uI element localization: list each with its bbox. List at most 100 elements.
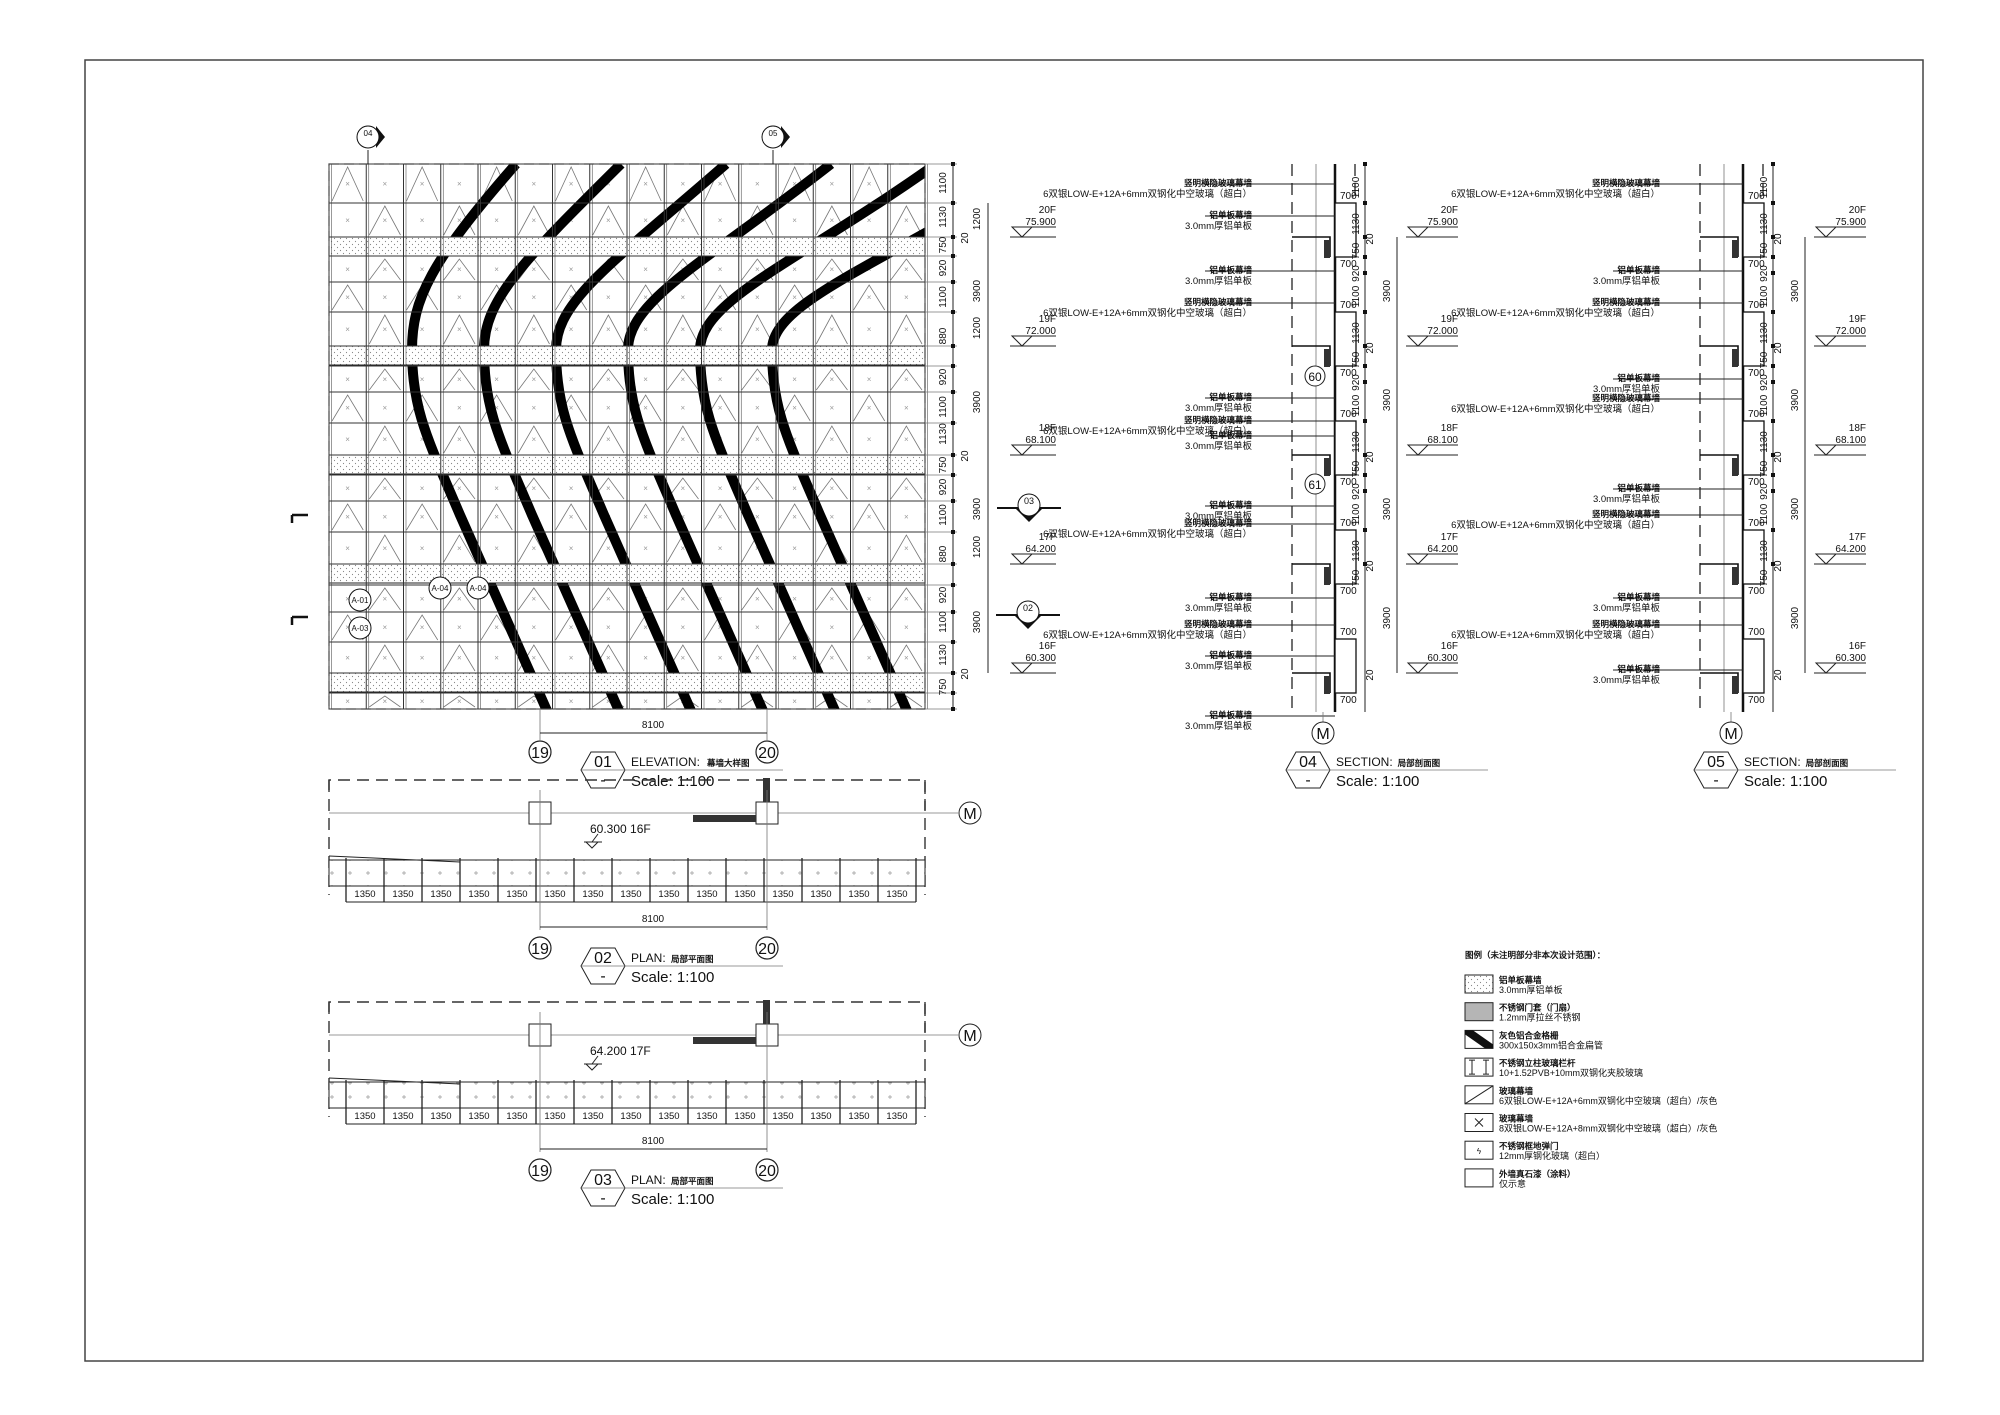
legend-item-spec: 仅示意 <box>1499 1178 1526 1189</box>
dim-tick <box>1771 162 1775 166</box>
view-sub-number: - <box>1713 772 1718 789</box>
dim-tick <box>1771 380 1775 384</box>
panel-width-dimension: 700 <box>1340 586 1357 597</box>
glass-x-mark: × <box>643 623 648 632</box>
glass-x-mark: × <box>792 544 797 553</box>
dim-tick <box>1363 528 1367 532</box>
glass-x-mark: × <box>457 544 462 553</box>
glass-x-mark: × <box>643 654 648 663</box>
material-label: 铝单板幕墙 <box>1617 592 1660 602</box>
glass-x-mark: × <box>830 435 835 444</box>
view-sub-number: - <box>600 968 605 985</box>
dim-tick <box>1363 310 1367 314</box>
glass-x-mark: × <box>755 404 760 413</box>
panel-width-dimension: 700 <box>1748 627 1765 638</box>
dimension-text-secondary: 3900 <box>972 279 983 302</box>
glass-diagonal-icon <box>1464 1085 1494 1105</box>
glass-diagonal-mark <box>555 284 588 311</box>
gap-dimension-text: 20 <box>1365 560 1376 572</box>
panel-dimension: 1350 <box>696 889 717 900</box>
level-elevation: 60.300 <box>1025 653 1056 664</box>
glass-diagonal-mark <box>666 258 699 281</box>
glass-x-mark: × <box>383 544 388 553</box>
level-elevation: 75.900 <box>1835 217 1866 228</box>
glass-x-mark: × <box>532 180 537 189</box>
dim-tick <box>1363 380 1367 384</box>
glass-x-mark: × <box>830 513 835 522</box>
glass-x-mark: × <box>383 375 388 384</box>
level-triangle <box>1010 662 1034 674</box>
panel-width-dimension: 700 <box>1340 627 1357 638</box>
glass-x-mark: × <box>532 435 537 444</box>
glass-x-mark: × <box>755 435 760 444</box>
glass-x-mark: × <box>383 697 388 706</box>
glass-x-mark: × <box>904 654 909 663</box>
dim-tick <box>1771 489 1775 493</box>
material-spec: 3.0mm厚铝单板 <box>1185 660 1253 672</box>
glass-x-mark: × <box>792 404 797 413</box>
panel-dimension: 1350 <box>392 1111 413 1122</box>
dimension-text: 1100 <box>1351 503 1362 525</box>
glass-x-mark: × <box>904 595 909 604</box>
glass-x-mark: × <box>494 654 499 663</box>
axis-dimension: 8100 <box>642 720 665 731</box>
view-name: 局部平面图 <box>670 1176 714 1186</box>
material-spec: 6双银LOW-E+12A+6mm双钢化中空玻璃（超白） <box>1451 629 1660 641</box>
dim-tick <box>951 453 955 457</box>
level-triangle <box>1814 662 1838 674</box>
axis-m-label: M <box>1724 726 1737 743</box>
glass-x-mark: × <box>532 325 537 334</box>
material-spec: 3.0mm厚铝单板 <box>1593 383 1661 395</box>
glass-diagonal-mark <box>368 368 401 391</box>
glass-x-mark: × <box>718 293 723 302</box>
aluminium-panel-box <box>1334 311 1357 367</box>
glass-x-mark: × <box>867 180 872 189</box>
view-name: 局部剖面图 <box>1397 758 1441 768</box>
aluminium-panel-box <box>1334 202 1357 258</box>
level-floor: 18F <box>1849 423 1866 434</box>
glass-x-mark: × <box>383 293 388 302</box>
glass-x-mark: × <box>532 595 537 604</box>
curtain-wall-strip <box>328 859 926 887</box>
glass-diagonal-mark <box>517 368 550 391</box>
glass-diagonal-mark <box>853 394 886 422</box>
material-label: 竖明横隐玻璃幕墙 <box>1184 518 1253 528</box>
level-triangle <box>1814 335 1838 347</box>
glass-diagonal-mark <box>443 314 476 345</box>
panel-dimension: 1350 <box>658 1111 679 1122</box>
glass-x-mark: × <box>681 325 686 334</box>
glass-diagonal-mark <box>406 614 439 641</box>
glass-x-mark: × <box>532 623 537 632</box>
section-04-drawing: 竖明横隐玻璃幕墙6双银LOW-E+12A+6mm双钢化中空玻璃（超白）铝单板幕墙… <box>1043 162 1488 790</box>
dimension-text: 880 <box>938 545 949 562</box>
view-name: 幕墙大样图 <box>706 758 750 768</box>
view-type: PLAN: <box>631 1173 666 1187</box>
legend-item-spec: 10+1.52PVB+10mm双钢化夹胶玻璃 <box>1499 1067 1643 1078</box>
legend-title: 图例（未注明部分非本次设计范围）： <box>1465 950 1605 960</box>
bracket <box>1324 676 1330 694</box>
glass-diagonal-mark <box>815 587 848 611</box>
glass-panel <box>366 501 404 532</box>
material-label: 铝单板幕墙 <box>1209 392 1252 402</box>
glass-x-mark: × <box>569 325 574 334</box>
glass-x-mark: × <box>792 697 797 706</box>
glass-x-mark: × <box>606 697 611 706</box>
glass-x-mark: × <box>718 484 723 493</box>
glass-x-mark: × <box>755 595 760 604</box>
view-number: 01 <box>594 754 612 771</box>
detail-tag-circle <box>348 588 372 612</box>
glass-diagonal-mark <box>890 314 923 345</box>
dim-tick <box>1771 473 1775 477</box>
callout-number: 03 <box>1024 496 1034 506</box>
material-spec: 3.0mm厚铝单板 <box>1593 602 1661 614</box>
glass-panel <box>329 642 367 673</box>
glass-x-mark: × <box>532 293 537 302</box>
panel-dimension: 1350 <box>772 1111 793 1122</box>
glass-x-mark: × <box>867 595 872 604</box>
dimension-text: 920 <box>938 478 949 495</box>
level-triangle <box>1010 444 1034 456</box>
callout-circle <box>1017 493 1041 517</box>
dim-tick <box>951 671 955 675</box>
dim-tick <box>1363 489 1367 493</box>
glass-x-mark: × <box>606 404 611 413</box>
